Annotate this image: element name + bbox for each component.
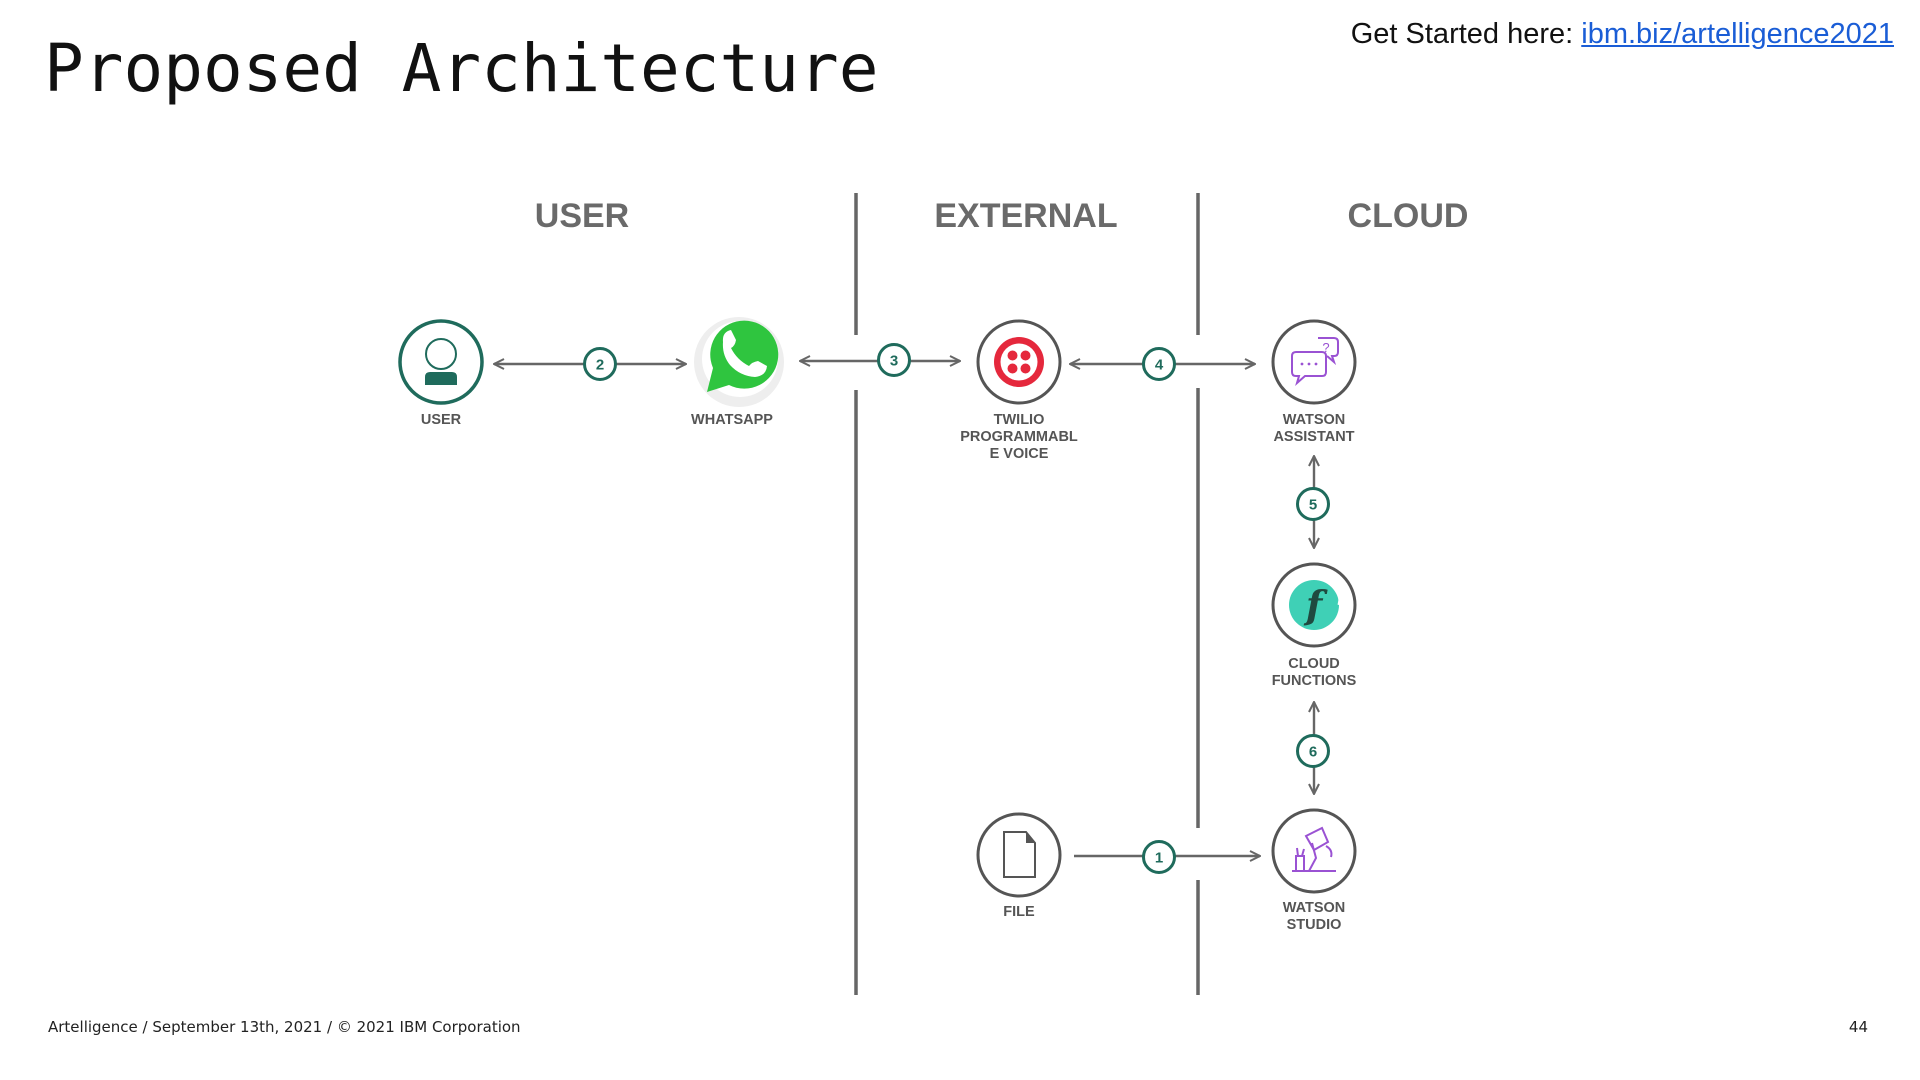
step-badge-5: 5 [1296, 487, 1330, 521]
svg-text:6: 6 [1309, 744, 1317, 761]
twilio-icon [994, 337, 1044, 387]
node-label-whatsapp: WHATSAPP [691, 412, 773, 428]
node-watson-studio: WATSON STUDIO [1271, 808, 1357, 933]
svg-text:1: 1 [1155, 850, 1163, 867]
step-badge-6: 6 [1296, 734, 1330, 768]
node-label-watson-studio-1: WATSON [1283, 900, 1346, 916]
column-header-user: USER [535, 197, 629, 235]
step-badge-2: 2 [583, 347, 617, 381]
step-badge-4: 4 [1142, 347, 1176, 381]
step-badge-3: 3 [877, 343, 911, 377]
desk-lamp-icon [1292, 826, 1336, 872]
node-label-user: USER [421, 412, 462, 428]
get-started-link[interactable]: ibm.biz/artelligence2021 [1581, 18, 1894, 50]
column-header-cloud: CLOUD [1348, 197, 1469, 235]
get-started-prefix: Get Started here: [1350, 18, 1582, 50]
footer-text: Artelligence / September 13th, 2021 / © … [48, 1018, 521, 1036]
node-label-twilio-2: PROGRAMMABL [960, 429, 1078, 445]
function-icon: f [1289, 571, 1342, 630]
node-file: FILE [976, 812, 1062, 920]
svg-text:4: 4 [1155, 357, 1164, 374]
node-whatsapp: WHATSAPP [691, 317, 784, 428]
node-label-twilio-1: TWILIO [994, 412, 1045, 428]
svg-text:?: ? [1322, 340, 1329, 355]
node-label-watson-assistant-1: WATSON [1283, 412, 1346, 428]
whatsapp-icon [694, 317, 784, 407]
node-label-cloud-functions-2: FUNCTIONS [1272, 673, 1357, 689]
svg-text:2: 2 [596, 357, 604, 374]
node-cloud-functions: f CLOUD FUNCTIONS [1271, 562, 1357, 689]
node-label-twilio-3: E VOICE [990, 446, 1049, 462]
node-twilio: TWILIO PROGRAMMABL E VOICE [960, 319, 1078, 462]
step-badge-1: 1 [1142, 840, 1176, 874]
node-watson-assistant: ? WATSON ASSISTANT [1271, 319, 1357, 445]
column-header-external: EXTERNAL [934, 197, 1117, 235]
page-number: 44 [1848, 1018, 1868, 1036]
document-icon [1003, 831, 1036, 878]
chat-bubbles-icon: ? [1291, 337, 1339, 386]
node-label-cloud-functions-1: CLOUD [1288, 656, 1340, 672]
person-icon [425, 338, 457, 385]
node-label-file: FILE [1003, 904, 1035, 920]
get-started-note: Get Started here: ibm.biz/artelligence20… [1351, 18, 1894, 51]
node-label-watson-assistant-2: ASSISTANT [1273, 429, 1354, 445]
page-title: Proposed Architecture [44, 30, 879, 107]
node-label-watson-studio-2: STUDIO [1287, 917, 1342, 933]
node-user: USER [398, 319, 484, 428]
svg-text:5: 5 [1309, 497, 1317, 514]
svg-text:3: 3 [890, 353, 898, 370]
